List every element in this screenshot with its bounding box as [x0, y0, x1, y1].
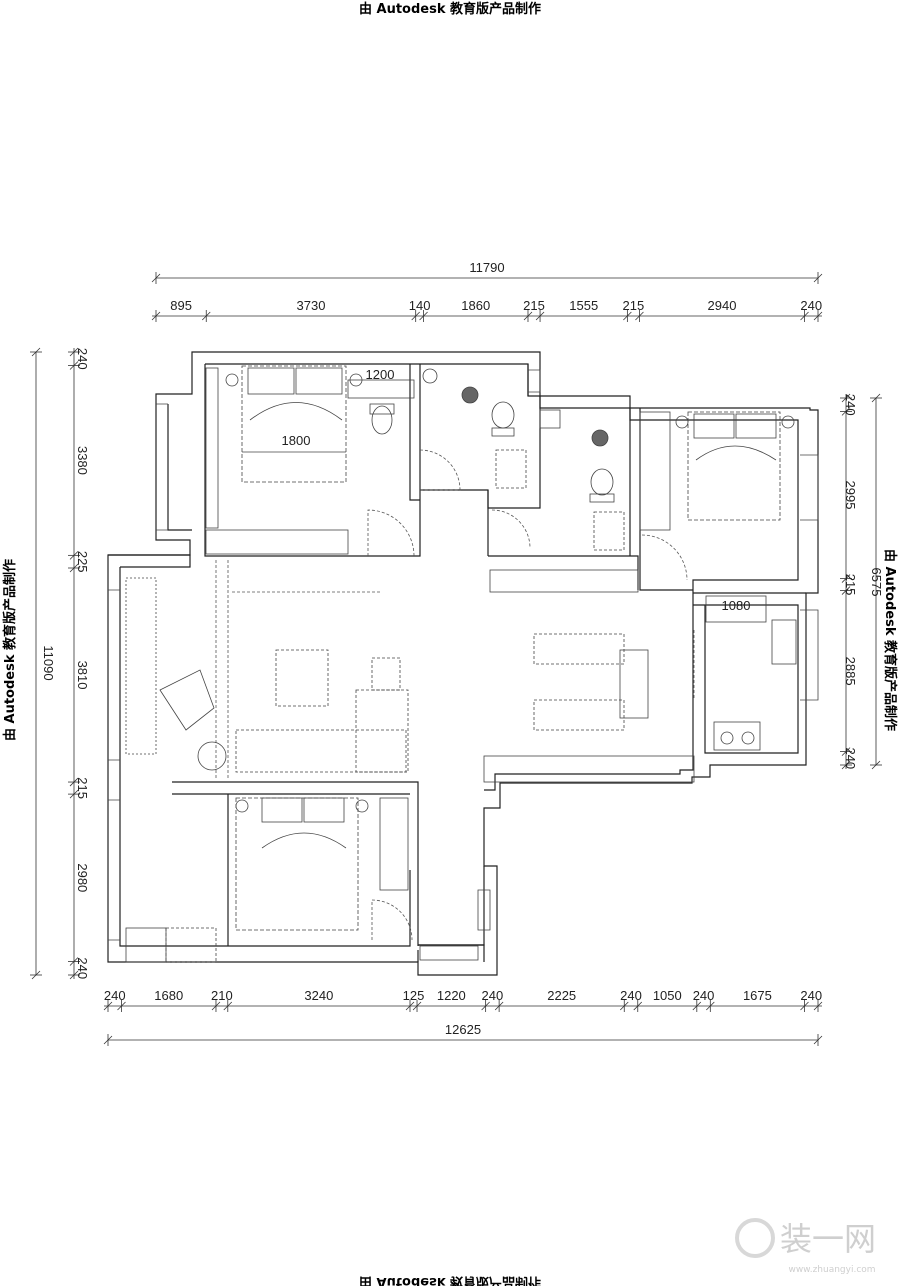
top-dim-8: 240 [800, 298, 822, 313]
right-dim-4: 240 [843, 747, 858, 769]
left-dim-0: 240 [75, 348, 90, 370]
right-dim-3: 2885 [843, 657, 858, 686]
bottom-dim-1: 1680 [154, 988, 183, 1003]
top-dim-7: 2940 [708, 298, 737, 313]
bed-width-label: 1800 [282, 433, 311, 448]
bottom-dim-11: 1675 [743, 988, 772, 1003]
top-dim-1: 3730 [297, 298, 326, 313]
doors [215, 449, 695, 941]
walls [107, 351, 819, 976]
watermark-bottom: 由 Autodesk 教育版产品制作 [359, 1274, 541, 1286]
top-dim-2: 140 [409, 298, 431, 313]
top-dim-0: 895 [170, 298, 192, 313]
bottom-dim-8: 240 [620, 988, 642, 1003]
counter-width-label: 1080 [722, 598, 751, 613]
left-dim-2: 225 [75, 551, 90, 573]
watermark-right: 由 Autodesk 教育版产品制作 [882, 549, 898, 731]
bottom-dim-3: 3240 [304, 988, 333, 1003]
bottom-dim-9: 1050 [653, 988, 682, 1003]
bottom-dim-6: 240 [482, 988, 504, 1003]
watermark-left: 由 Autodesk 教育版产品制作 [2, 559, 18, 741]
left-dim-3: 3810 [75, 661, 90, 690]
wardrobe-width-label: 1200 [366, 367, 395, 382]
bottom-total-dim: 12625 [445, 1022, 481, 1037]
right-dim-1: 2995 [843, 481, 858, 510]
bottom-dim-7: 2225 [547, 988, 576, 1003]
left-dim-5: 2980 [75, 863, 90, 892]
logo-text: 装一网 [780, 1220, 876, 1258]
dimension-lines [30, 272, 882, 1046]
left-dim-4: 215 [75, 777, 90, 799]
top-dim-3: 1860 [461, 298, 490, 313]
top-total-dim: 11790 [469, 260, 504, 275]
right-total-dim: 6575 [869, 568, 884, 597]
top-dim-6: 215 [623, 298, 645, 313]
bottom-dim-10: 240 [693, 988, 715, 1003]
left-dim-6: 240 [75, 957, 90, 979]
bottom-dim-0: 240 [104, 988, 126, 1003]
top-dim-4: 215 [523, 298, 545, 313]
bottom-dim-5: 1220 [437, 988, 466, 1003]
bottom-dim-2: 210 [211, 988, 233, 1003]
top-dim-5: 1555 [569, 298, 598, 313]
left-dim-1: 3380 [75, 446, 90, 475]
left-total-dim: 11090 [41, 645, 56, 680]
furniture [125, 365, 797, 963]
right-dim-0: 240 [843, 394, 858, 416]
bottom-dim-4: 125 [403, 988, 425, 1003]
watermark-top: 由 Autodesk 教育版产品制作 [359, 1, 541, 17]
dimension-labels: 11790 895 3730 140 1860 215 1555 215 2940 240 240 1… [41, 260, 884, 1037]
windows [108, 369, 819, 941]
logo-url: www.zhuangyi.com [788, 1265, 875, 1275]
right-dim-2: 215 [843, 574, 858, 596]
zhuangyi-logo: 装一网 www.zhuangyi.com [735, 1218, 876, 1275]
bottom-dim-12: 240 [800, 988, 822, 1003]
